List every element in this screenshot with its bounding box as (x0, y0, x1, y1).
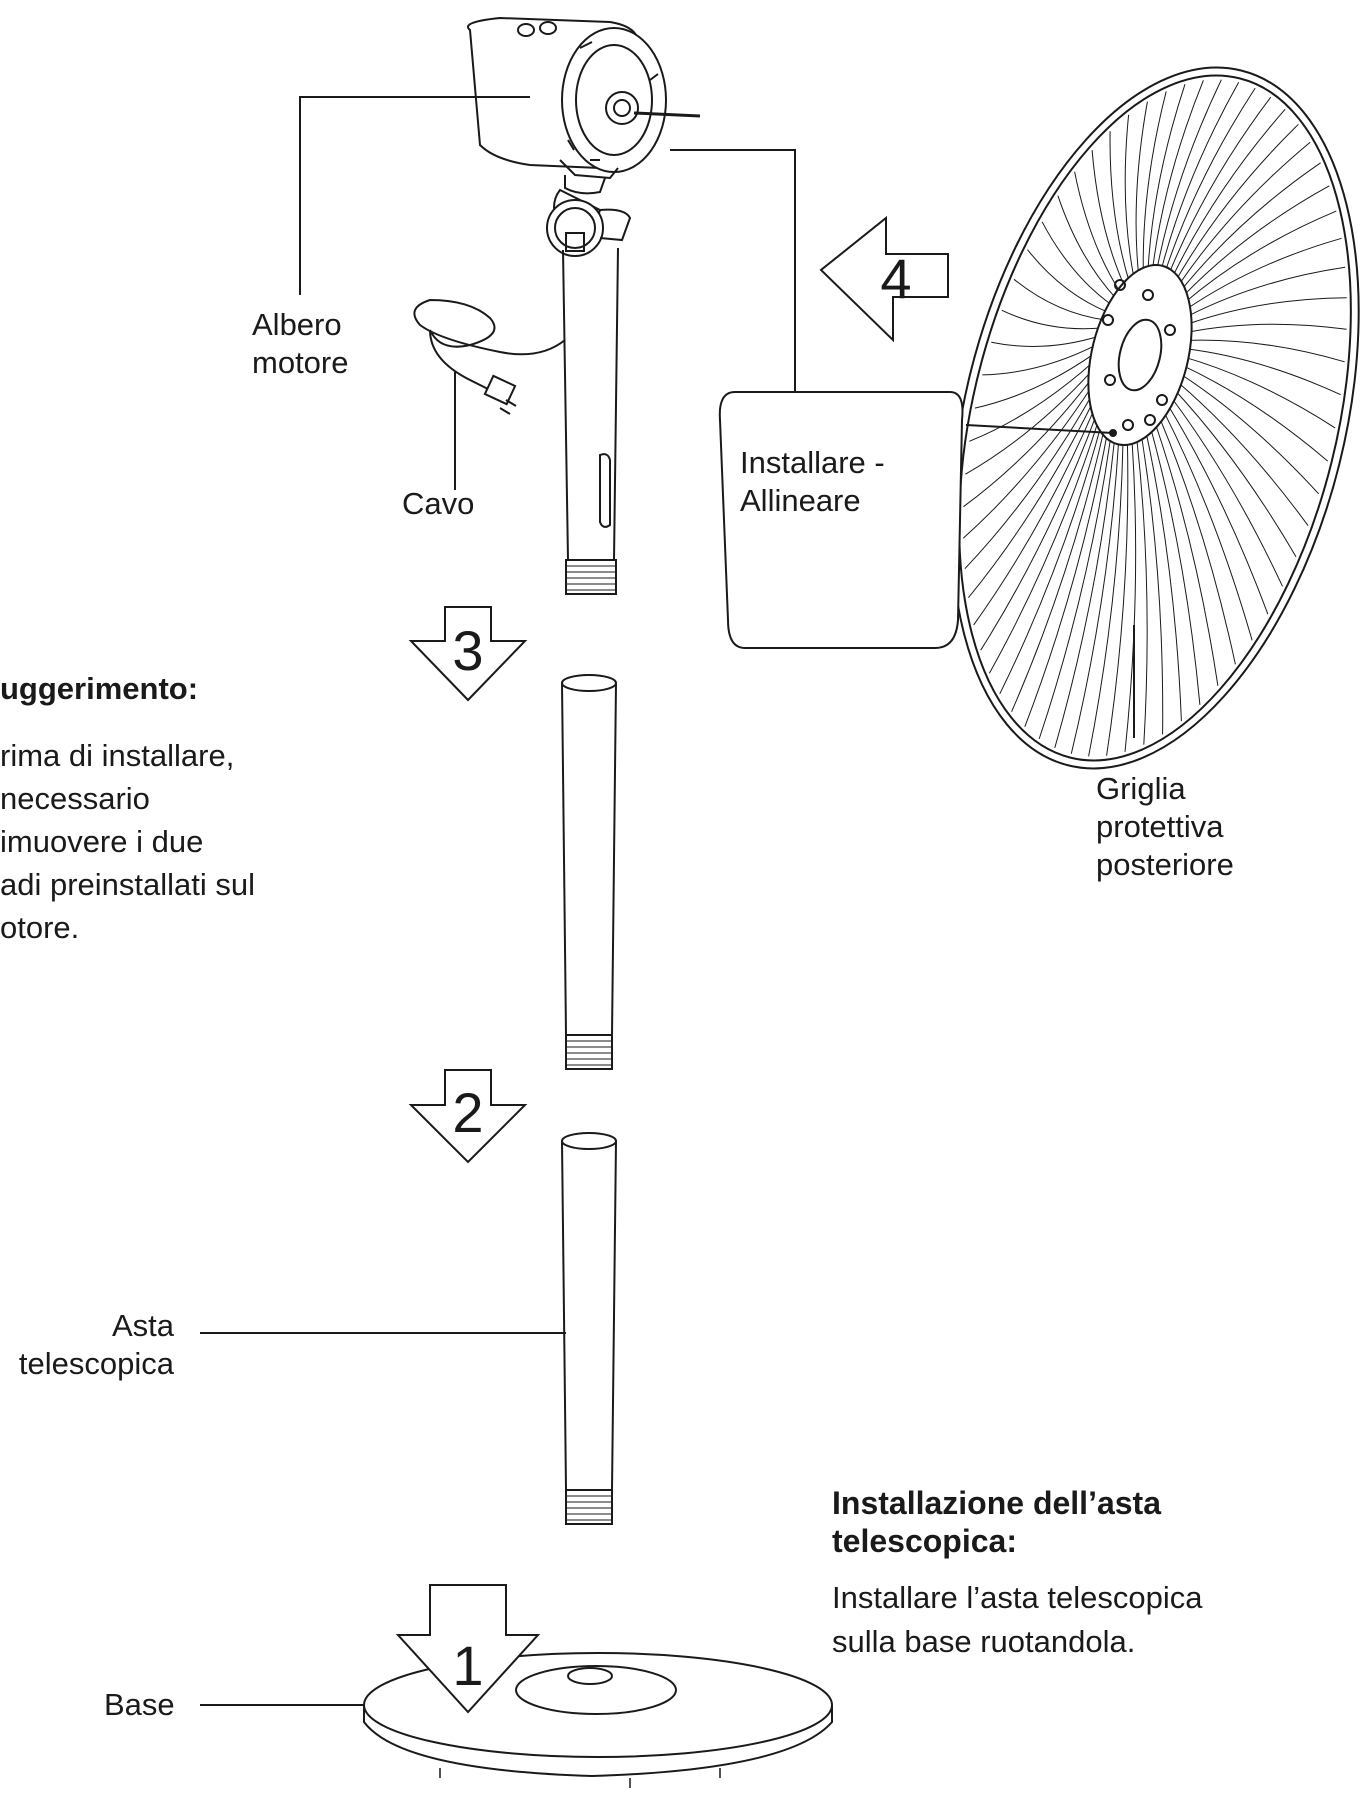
lower-pole (561, 1132, 617, 1525)
grille-spoke (1136, 437, 1148, 745)
power-cord (413, 298, 566, 415)
grille-spoke (1185, 348, 1341, 396)
grille-spoke (982, 343, 1098, 376)
grille-spoke (988, 419, 1100, 674)
grille-spoke (1186, 339, 1345, 363)
install-title: Installazione dell’asta telescopica: (832, 1485, 1161, 1559)
step-number-2: 2 (452, 1081, 483, 1144)
grille-spoke (1154, 422, 1219, 686)
middle-pole (561, 674, 617, 1070)
grille-spoke (1182, 365, 1329, 462)
label-albero-motore: Albero motore (252, 307, 349, 380)
grille-spoke (973, 407, 1096, 626)
grille-spoke (963, 377, 1093, 508)
grille-spoke (1145, 431, 1182, 722)
grille-spoke (980, 414, 1097, 651)
grille-spoke (1156, 79, 1222, 270)
grille-spoke (1187, 266, 1346, 317)
grille-spoke (1038, 436, 1112, 740)
grille-spoke (1172, 108, 1286, 277)
grille-spoke (1186, 237, 1342, 310)
grille-spoke (999, 425, 1102, 695)
grille-spoke (1124, 114, 1135, 279)
install-body: Installare l’asta telescopica sulla base… (832, 1580, 1203, 1659)
grille-spoke (969, 360, 1095, 442)
grille-spoke (1187, 323, 1347, 333)
grille-spoke (968, 400, 1094, 599)
grille-spoke (991, 335, 1100, 347)
grille-spoke (1184, 356, 1336, 429)
grille-spoke (1013, 278, 1106, 321)
grille-spoke (1054, 438, 1116, 749)
label-cavo: Cavo (402, 486, 475, 521)
leader-lines (200, 96, 1135, 1706)
step-number-4: 4 (880, 247, 911, 310)
grille-spoke (1187, 297, 1347, 325)
grille-spoke (1184, 210, 1337, 303)
step-arrows (395, 215, 949, 1714)
step-number-3: 3 (452, 619, 483, 682)
grille-spoke (1164, 87, 1256, 272)
label-asta-telescopica: Asta telescopica (18, 1308, 174, 1381)
tip-body: rima di installare, necessario imuovere … (0, 738, 256, 945)
grille-spoke (974, 352, 1096, 409)
grille-spoke (1001, 309, 1103, 330)
grille-spoke (1174, 389, 1297, 557)
grille-spoke (1091, 150, 1126, 288)
grille-spoke (1142, 91, 1167, 273)
grille-spoke (1106, 440, 1129, 756)
grille-spoke (964, 393, 1094, 570)
upper-pole (562, 247, 619, 595)
grille-spoke (1175, 123, 1299, 281)
grille-spoke (1057, 195, 1117, 300)
grille-spoke (1178, 141, 1311, 285)
grille-spoke (1011, 429, 1105, 712)
motor-head (467, 16, 701, 195)
label-griglia-protettiva: Griglia protettiva posteriore (1096, 771, 1234, 882)
grille-spoke (1150, 427, 1201, 705)
grille-spoke (1168, 96, 1272, 274)
base (363, 1652, 833, 1788)
grille-spoke (1170, 397, 1283, 587)
rear-grille (950, 66, 1360, 770)
label-base: Base (104, 1687, 175, 1722)
install-align-callout (718, 391, 964, 649)
grille-spoke (1152, 80, 1204, 270)
grille-spoke (1027, 249, 1109, 313)
grille-spoke (1024, 433, 1108, 727)
grille-spoke (1088, 440, 1124, 757)
grille-spoke (1147, 84, 1186, 271)
grille-spoke (1135, 101, 1148, 275)
grille-spoke (1183, 185, 1330, 297)
grille-spoke (1074, 171, 1121, 293)
tip-title: uggerimento: (0, 671, 199, 706)
grille-spoke (1160, 82, 1240, 270)
tilt-knob (546, 188, 632, 257)
grille-spoke (1177, 381, 1309, 526)
grille-spoke (962, 385, 1093, 539)
grille-spoke (1167, 404, 1269, 615)
grille-spoke (1124, 439, 1137, 752)
grille-spoke (1180, 373, 1320, 495)
grille-spoke (1181, 162, 1321, 291)
grille-spoke (1041, 221, 1113, 306)
grille-spoke (1070, 440, 1120, 754)
grille-spoke (1140, 435, 1164, 735)
grille-spoke (1163, 411, 1253, 641)
label-installare-allineare: Installare - Allineare (740, 445, 885, 518)
step-number-1: 1 (452, 1634, 483, 1697)
grille-spoke (1159, 417, 1236, 665)
grille-spoke (1109, 131, 1130, 283)
